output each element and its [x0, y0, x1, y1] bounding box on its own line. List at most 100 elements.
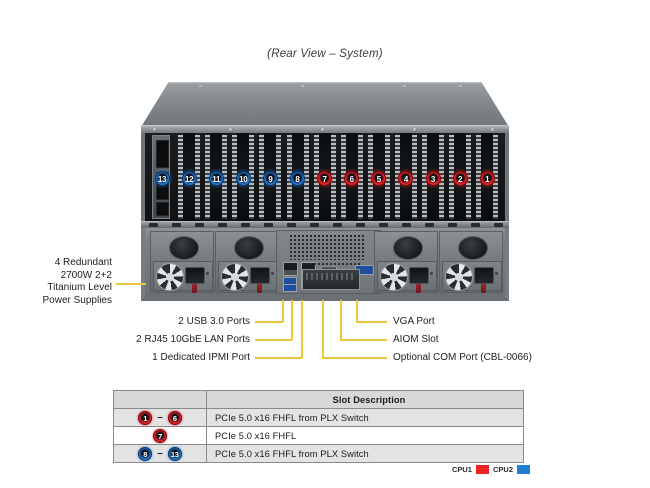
callout-aiom-slot: AIOM Slot	[393, 334, 439, 345]
leader-vga-v	[356, 300, 358, 322]
leader-usb-h	[255, 321, 283, 323]
psu-vent-icon	[393, 236, 423, 260]
callout-power-supplies-line-4: Power Supplies	[42, 294, 112, 306]
slot-rail-right	[466, 135, 472, 219]
leader-aiom-v	[340, 300, 342, 340]
slot-rail-left	[286, 135, 292, 219]
leader-vga-h	[356, 321, 387, 323]
slot-range-cell: 8–13	[113, 444, 207, 463]
power-supply-4	[439, 231, 503, 293]
slot-rail-left	[449, 135, 455, 219]
slot-rail-right	[384, 135, 390, 219]
leader-usb-v	[282, 300, 284, 322]
psu-fan-icon	[445, 263, 473, 291]
slot-rail-right	[276, 135, 282, 219]
slot-number-badge-1: 1	[479, 171, 495, 186]
callout-ipmi-port: 1 Dedicated IPMI Port	[152, 352, 250, 363]
psu-module-2	[218, 261, 278, 293]
psu-module-1	[153, 261, 213, 293]
psu-fan-icon	[380, 263, 408, 291]
leader-com-h	[322, 357, 387, 359]
slot-rail-left	[178, 135, 184, 219]
usb-3-port-2[interactable]	[283, 284, 297, 292]
leader-lan-v	[291, 300, 293, 340]
slot-number-badge-6: 6	[344, 171, 360, 186]
slot-rail-left	[340, 135, 346, 219]
power-supply-3	[374, 231, 438, 293]
psu-led-icon	[271, 272, 274, 275]
slot-rail-right	[222, 135, 228, 219]
psu-fan-icon	[221, 263, 249, 291]
io-panel	[276, 230, 382, 294]
slot-badge-7: 7	[153, 428, 167, 443]
slot-number-badge-11: 11	[208, 171, 224, 186]
slot-rail-left	[394, 135, 400, 219]
slot-number-badge-12: 12	[181, 171, 197, 186]
chassis-mid-rail	[141, 221, 509, 229]
slot-number-badge-4: 4	[398, 171, 414, 186]
cpu-legend: CPU1 CPU2	[440, 463, 530, 475]
leader-line-power-supplies	[116, 283, 146, 285]
slot-badge-8: 8	[138, 446, 153, 461]
slot-rail-right	[411, 135, 417, 219]
slot-description-cell: PCIe 5.0 x16 FHFL from PLX Switch	[206, 408, 524, 427]
psu-power-socket	[185, 267, 205, 284]
pcie-slot-13[interactable]	[151, 133, 173, 221]
psu-handle	[481, 284, 486, 293]
callout-vga-port: VGA Port	[393, 316, 435, 327]
range-dash: –	[157, 448, 163, 459]
psu-led-icon	[495, 272, 498, 275]
slot-number-badge-3: 3	[425, 171, 441, 186]
slot-rail-right	[493, 135, 499, 219]
aiom-slot[interactable]	[302, 269, 360, 290]
slot-rail-left	[476, 135, 482, 219]
psu-led-icon	[206, 272, 209, 275]
slot-number-badge-13: 13	[154, 171, 170, 186]
slot-rail-right	[195, 135, 201, 219]
slot-number-badge-9: 9	[262, 171, 278, 186]
slot-description-cell: PCIe 5.0 x16 FHFL from PLX Switch	[206, 444, 524, 463]
power-supply-2	[215, 231, 279, 293]
leader-com-v	[322, 300, 324, 358]
slot-number-badge-5: 5	[371, 171, 387, 186]
psu-power-socket	[409, 267, 429, 284]
callout-power-supplies-line-3: Titanium Level	[47, 282, 112, 294]
callout-com-port: Optional COM Port (CBL-0066)	[393, 352, 532, 363]
psu-handle	[416, 284, 421, 293]
table-header-description: Slot Description	[206, 390, 524, 409]
cpu-legend-label-1: CPU1	[451, 464, 472, 474]
io-dot-vent	[301, 262, 361, 266]
psu-module-4	[442, 261, 502, 293]
callout-power-supplies: 4 Redundant 2700W 2+2 Titanium Level Pow…	[8, 257, 112, 307]
slot-range-cell: 7	[113, 426, 207, 445]
slot-rail-right	[439, 135, 444, 219]
module-window-top	[156, 140, 169, 168]
slot-badge-13: 13	[167, 446, 182, 461]
ipmi-port[interactable]	[283, 262, 298, 276]
psu-led-icon	[430, 272, 433, 275]
psu-vent-icon	[169, 236, 199, 260]
psu-vent-icon	[458, 236, 488, 260]
slot-number-badge-2: 2	[452, 171, 468, 186]
psu-power-socket	[250, 267, 270, 284]
slot-rail-left	[205, 135, 211, 219]
slot-badge-6: 6	[167, 410, 182, 425]
psu-fan-icon	[156, 263, 184, 291]
callout-power-supplies-line-1: 4 Redundant	[54, 257, 112, 268]
leader-ipmi-h	[255, 357, 302, 359]
cpu-legend-label-2: CPU2	[492, 464, 513, 474]
slot-range-cell: 1–6	[113, 408, 207, 427]
table-header-row: Slot Description	[113, 390, 524, 409]
slot-number-badge-8: 8	[290, 171, 305, 186]
lid-screw-row	[141, 85, 509, 88]
psu-handle	[257, 284, 262, 293]
installed-module	[152, 135, 170, 219]
psu-power-socket	[474, 267, 494, 284]
module-window-bot	[156, 202, 169, 216]
